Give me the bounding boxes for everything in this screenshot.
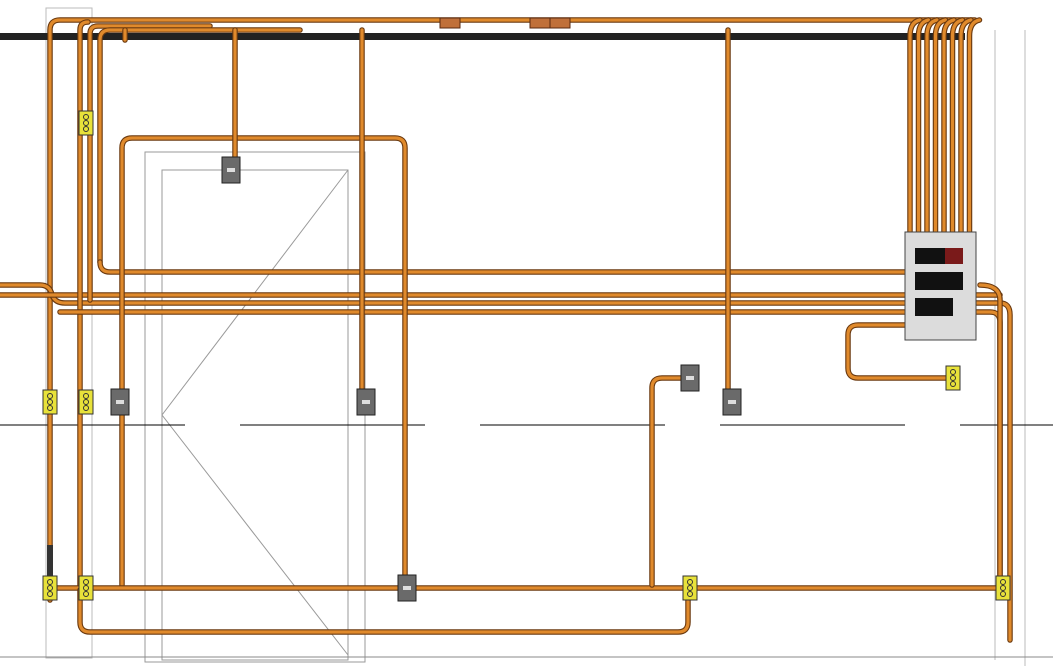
- breaker-row: [915, 248, 945, 264]
- duplex-receptacle: [995, 575, 1011, 601]
- receptacle-outlet-icon: [83, 399, 89, 405]
- electrical-panel[interactable]: [904, 231, 977, 341]
- receptacle-outlet-icon: [950, 369, 956, 375]
- switch-box: [397, 574, 417, 602]
- receptacle-box: [78, 110, 94, 136]
- coupling: [549, 17, 571, 29]
- conduit-outline: [87, 23, 213, 303]
- receptacle-outlet-icon: [83, 585, 89, 591]
- switch-box: [110, 388, 130, 416]
- busbar: [0, 33, 965, 40]
- conduit-outline: [77, 587, 691, 635]
- receptacle-box: [42, 575, 58, 601]
- duplex-receptacle: [945, 365, 961, 391]
- conduit: [950, 18, 965, 234]
- conduit: [925, 18, 939, 234]
- devices: [42, 110, 1011, 602]
- receptacle-box: [945, 365, 961, 391]
- switch-box: [221, 156, 241, 184]
- conduit: [916, 18, 931, 234]
- receptacle-outlet-icon: [47, 399, 53, 405]
- receptacle-outlet-icon: [950, 375, 956, 381]
- receptacle-outlet-icon: [687, 591, 693, 597]
- conduit: [959, 18, 973, 234]
- duplex-receptacle: [78, 575, 94, 601]
- conduit: [78, 588, 690, 634]
- receptacle-outlet-icon: [47, 585, 53, 591]
- receptacle-outlet-icon: [47, 405, 53, 411]
- receptacle-outlet-icon: [47, 591, 53, 597]
- conduit-outline: [649, 375, 693, 588]
- receptacle-outlet-icon: [1000, 585, 1006, 591]
- column-outline: [45, 7, 93, 659]
- breaker-row: [915, 272, 963, 290]
- switch-toggle-icon: [686, 376, 694, 380]
- conduit-outline: [977, 282, 1003, 593]
- conduit-outline: [57, 309, 1003, 593]
- duplex-receptacle: [78, 389, 94, 415]
- switch-toggle-icon: [362, 400, 370, 404]
- coupling: [529, 17, 551, 29]
- door-outline: [45, 7, 1026, 666]
- receptacle-outlet-icon: [47, 393, 53, 399]
- receptacle-outlet-icon: [83, 120, 89, 126]
- breaker-row-red: [945, 248, 963, 264]
- conduit: [78, 20, 90, 592]
- grid-lines: [0, 424, 1053, 658]
- switch-toggle-icon: [116, 400, 124, 404]
- receptacle-outlet-icon: [1000, 579, 1006, 585]
- receptacle-box: [78, 575, 94, 601]
- conduit: [88, 24, 212, 302]
- conduit: [120, 136, 407, 590]
- switch-box: [680, 364, 700, 392]
- receptacle-outlet-icon: [83, 405, 89, 411]
- duplex-receptacle: [682, 575, 698, 601]
- receptacle-outlet-icon: [47, 579, 53, 585]
- switch-box: [722, 388, 742, 416]
- duplex-receptacle: [78, 110, 94, 136]
- conduit-riser: [47, 545, 53, 600]
- conduit: [0, 283, 1012, 642]
- conduit: [967, 18, 982, 234]
- receptacle-outlet-icon: [83, 126, 89, 132]
- conduit-runs: [0, 17, 1013, 643]
- conduit: [98, 28, 302, 264]
- conduit: [48, 18, 977, 602]
- receptacle-outlet-icon: [83, 393, 89, 399]
- conduit: [98, 260, 907, 274]
- receptacle-box: [42, 389, 58, 415]
- conduit: [942, 18, 956, 234]
- switch-toggle-icon: [403, 586, 411, 590]
- duplex-receptacle: [42, 575, 58, 601]
- receptacle-box: [995, 575, 1011, 601]
- receptacle-box: [78, 389, 94, 415]
- conduit: [650, 376, 692, 587]
- switch-toggle-icon: [728, 400, 736, 404]
- receptacle-outlet-icon: [83, 114, 89, 120]
- switch-box: [356, 388, 376, 416]
- receptacle-outlet-icon: [687, 579, 693, 585]
- conduit: [846, 323, 952, 380]
- conduit: [933, 18, 948, 234]
- conduit: [908, 18, 922, 234]
- coupling: [439, 17, 461, 29]
- receptacle-outlet-icon: [83, 591, 89, 597]
- receptacle-outlet-icon: [950, 381, 956, 387]
- conduit-outline: [97, 27, 303, 265]
- receptacle-outlet-icon: [1000, 591, 1006, 597]
- receptacle-outlet-icon: [687, 585, 693, 591]
- receptacle-box: [682, 575, 698, 601]
- switch-toggle-icon: [227, 168, 235, 172]
- conduit: [978, 283, 1002, 592]
- breaker-row: [915, 298, 953, 316]
- conduit: [58, 310, 1002, 592]
- door-swing: [161, 169, 349, 656]
- receptacle-outlet-icon: [83, 579, 89, 585]
- duplex-receptacle: [42, 389, 58, 415]
